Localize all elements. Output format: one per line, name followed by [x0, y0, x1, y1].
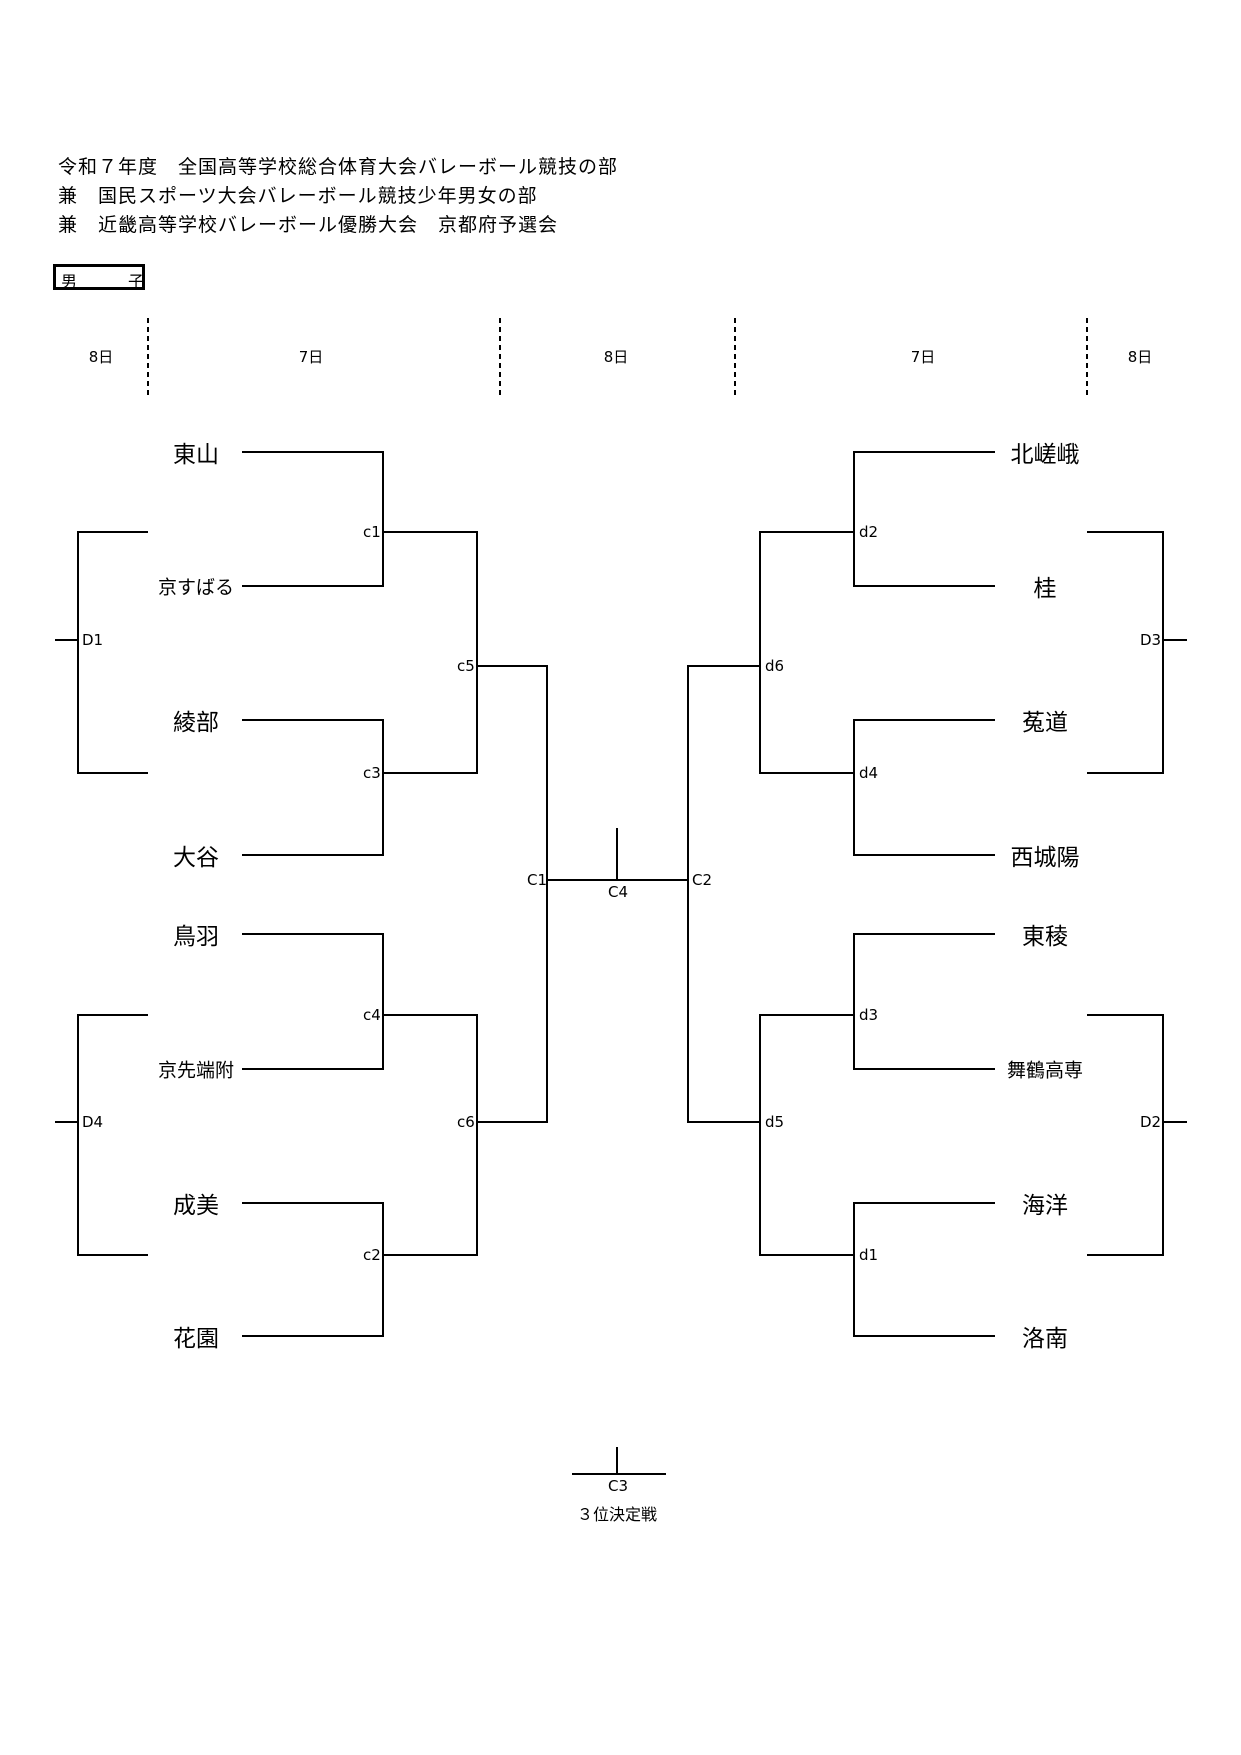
match-label-d4: d4	[859, 764, 879, 782]
match-label-C2: C2	[692, 871, 713, 889]
match-label-c6: c6	[457, 1113, 475, 1131]
match-label-c4: c4	[363, 1006, 381, 1024]
bracket-line-c5	[383, 531, 478, 774]
match-label-d6: d6	[765, 657, 785, 675]
bracket-line-d1	[853, 1202, 995, 1337]
bracket-line-d6	[759, 531, 854, 774]
bracket-line-c2	[242, 1202, 384, 1337]
day-label-3: 8日	[603, 348, 629, 366]
team-right-4: 西城陽	[1010, 845, 1080, 871]
team-left-7: 成美	[173, 1193, 219, 1219]
tournament-title-line-1: 令和７年度 全国高等学校総合体育大会バレーボール競技の部	[58, 156, 619, 178]
bracket-line-d5	[759, 1014, 854, 1256]
match-label-d1: d1	[859, 1246, 879, 1264]
match-label-D2: D2	[1140, 1113, 1162, 1131]
bracket-line-D3	[1087, 531, 1164, 774]
match-label-D3: D3	[1140, 631, 1162, 649]
match-label-c3: c3	[363, 764, 381, 782]
team-left-6: 京先端附	[157, 1059, 235, 1082]
team-right-5: 東稜	[1022, 924, 1068, 950]
match-label-D4: D4	[82, 1113, 104, 1131]
team-right-1: 北嵯峨	[1010, 442, 1080, 468]
day-label-5: 8日	[1127, 348, 1153, 366]
match-label-C3: C3	[608, 1477, 629, 1495]
division-char-1: 男	[61, 272, 78, 291]
team-left-2: 京すばる	[157, 576, 235, 599]
team-right-8: 洛南	[1022, 1326, 1068, 1352]
bracket-line-D2	[1087, 1014, 1164, 1256]
bracket-line-c4	[242, 933, 384, 1070]
bracket-line-d2	[853, 451, 995, 587]
match-label-D1: D1	[82, 631, 104, 649]
team-right-2: 桂	[1033, 576, 1057, 602]
bracket-line-D4	[77, 1014, 148, 1256]
day-label-2: 7日	[298, 348, 324, 366]
bracket-line-C2	[687, 665, 758, 1123]
day-label-1: 8日	[88, 348, 114, 366]
team-right-6: 舞鶴高専	[1006, 1059, 1084, 1082]
match-label-c5: c5	[457, 657, 475, 675]
third-place-label: ３位決定戦	[576, 1505, 658, 1524]
tournament-title-line-3: 兼 近畿高等学校バレーボール優勝大会 京都府予選会	[58, 214, 559, 236]
bracket-line-c1	[242, 451, 384, 587]
bracket-line-c3	[242, 719, 384, 856]
match-label-d3: d3	[859, 1006, 879, 1024]
team-right-3: 菟道	[1022, 710, 1068, 736]
match-label-d5: d5	[765, 1113, 785, 1131]
division-char-2: 子	[128, 272, 145, 291]
bracket-line-c6	[383, 1014, 478, 1256]
match-label-C4: C4	[608, 883, 629, 901]
day-label-4: 7日	[910, 348, 936, 366]
match-label-c2: c2	[363, 1246, 381, 1264]
team-left-3: 綾部	[173, 710, 219, 736]
team-left-8: 花園	[173, 1326, 219, 1352]
team-right-7: 海洋	[1022, 1193, 1068, 1219]
match-label-c1: c1	[363, 523, 381, 541]
team-left-1: 東山	[173, 442, 219, 468]
bracket-line-d4	[853, 719, 995, 856]
bracket-line-d3	[853, 933, 995, 1070]
team-left-5: 鳥羽	[173, 924, 219, 950]
tournament-title-line-2: 兼 国民スポーツ大会バレーボール競技少年男女の部	[58, 185, 538, 207]
match-label-C1: C1	[527, 871, 548, 889]
team-left-4: 大谷	[173, 845, 219, 871]
division-box: 男 子	[53, 264, 145, 291]
match-label-d2: d2	[859, 523, 879, 541]
bracket-line-D1	[77, 531, 148, 774]
bracket-line-C1	[477, 665, 548, 1123]
